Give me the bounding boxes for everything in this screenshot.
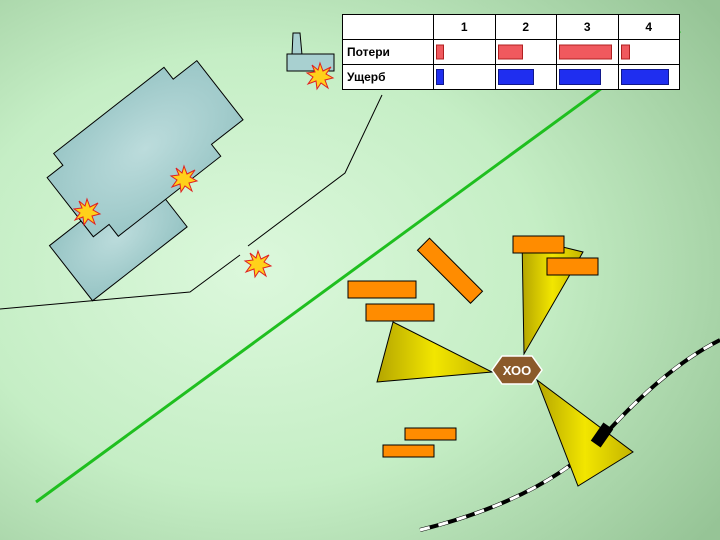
industrial-building: [46, 59, 244, 302]
column-header: 2: [494, 14, 557, 40]
damage-bar: [559, 69, 601, 85]
small-building-with-chimney: [286, 32, 335, 72]
losses-bar: [436, 44, 444, 60]
hazardous-facility-label: ХОО: [503, 363, 532, 378]
unit-block: [347, 280, 417, 299]
bar-cell: [556, 39, 619, 65]
rail-car: [590, 422, 614, 448]
bar-cell: [494, 64, 557, 90]
losses-bar: [559, 44, 612, 60]
damage-bar: [436, 69, 444, 85]
hazardous-facility-marker: ХОО: [491, 355, 543, 385]
boundary-line: [35, 29, 681, 504]
unit-block: [382, 444, 435, 458]
bar-cell: [556, 64, 619, 90]
railway-dashes: [419, 338, 720, 532]
table-row-losses: Потери: [342, 39, 680, 65]
bar-cell: [617, 39, 680, 65]
row-label: Ущерб: [342, 64, 434, 90]
losses-bar: [497, 44, 523, 60]
contamination-zone-west: [376, 321, 494, 383]
column-header: 1: [433, 14, 496, 40]
unit-block: [365, 303, 435, 322]
explosion-icon: [72, 197, 102, 227]
losses-damage-table: 1 2 3 4 Потери Ущерб: [342, 14, 680, 90]
losses-bar: [620, 44, 630, 60]
damage-bar: [497, 69, 534, 85]
road-line-upper: [247, 94, 383, 247]
unit-block: [512, 235, 565, 254]
table-corner-cell: [342, 14, 434, 40]
bar-cell: [494, 39, 557, 65]
table-row-damage: Ущерб: [342, 64, 680, 90]
unit-block-rotated: [416, 237, 484, 304]
unit-block: [404, 427, 457, 441]
bar-cell: [433, 39, 496, 65]
unit-block: [546, 257, 599, 276]
table-header-row: 1 2 3 4: [342, 14, 680, 40]
road-line-lower: [0, 254, 241, 310]
bar-cell: [617, 64, 680, 90]
contamination-zone-southeast: [535, 378, 634, 487]
column-header: 3: [556, 14, 619, 40]
explosion-icon: [305, 61, 335, 91]
explosion-icon: [243, 249, 273, 279]
column-header: 4: [617, 14, 680, 40]
row-label: Потери: [342, 39, 434, 65]
damage-bar: [620, 69, 669, 85]
explosion-icon: [169, 164, 199, 194]
bar-cell: [433, 64, 496, 90]
